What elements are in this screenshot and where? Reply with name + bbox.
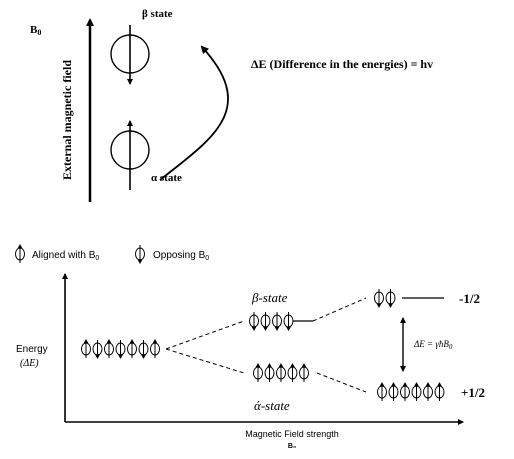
alpha-state-label-mid: ά-state: [254, 398, 290, 413]
aligned-spin-icon: [15, 244, 25, 263]
legend-opposing-label: Opposing B0: [153, 250, 209, 262]
spin-down-icon: [138, 340, 149, 359]
spin-up-icon: [276, 363, 286, 382]
beta-spin-group-right: [374, 289, 396, 308]
energy-label: Energy: [16, 344, 48, 355]
alpha-state-label: α state: [151, 172, 182, 184]
spin-down-icon: [272, 312, 282, 331]
spin-down-icon: [260, 312, 271, 331]
split-line-upper: [165, 320, 245, 350]
b0-label: B0: [30, 24, 41, 37]
degenerate-spin-group: [81, 339, 160, 359]
transition-arrow: [159, 45, 229, 181]
spin-down-icon: [92, 340, 103, 359]
alpha-spin-group-right: [377, 382, 445, 401]
spin-up-icon: [411, 382, 422, 401]
delta-e-label: ΔE (Difference in the energies) = hv: [251, 57, 433, 71]
spin-up-icon: [15, 244, 25, 263]
spin-down-icon: [374, 289, 384, 308]
spin-up-icon: [81, 339, 91, 358]
alpha-spin-icon: [110, 120, 150, 190]
spin-up-icon: [287, 363, 298, 382]
spin-up-icon: [299, 363, 309, 382]
spin-down-icon: [283, 312, 294, 331]
spin-up-icon: [104, 339, 114, 358]
field-axis-label: External magnetic field: [60, 60, 74, 180]
legend-aligned-label: Aligned with B0: [32, 250, 99, 262]
spin-up-icon: [150, 339, 160, 358]
spin-up-icon: [253, 363, 263, 382]
alpha-spin-group-mid: [253, 363, 309, 382]
beta-spin-icon: [110, 25, 150, 85]
x-axis-sub-label: B₀: [288, 443, 296, 450]
spin-down-icon: [249, 312, 259, 331]
spin-down-icon: [135, 245, 145, 264]
x-axis-label: Magnetic Field strength: [245, 429, 339, 439]
beta-spin-group-mid: [249, 312, 294, 331]
spin-up-icon: [127, 339, 137, 358]
spin-up-icon: [377, 382, 387, 401]
minus-half-label: -1/2: [459, 291, 480, 306]
spin-down-icon: [115, 340, 126, 359]
spin-up-icon: [388, 382, 399, 401]
top-panel: B0 External magnetic field β state α sta…: [30, 8, 433, 202]
beta-state-label: β state: [142, 8, 173, 20]
legend: Aligned with B0 Opposing B0: [15, 244, 209, 264]
gap-label: ΔE = γħB0: [413, 339, 453, 351]
spin-up-icon: [423, 382, 433, 401]
plus-half-label: +1/2: [461, 385, 485, 400]
energy-sub-label: (ΔE): [20, 358, 39, 369]
spin-up-icon: [434, 382, 445, 401]
bottom-panel: Aligned with B0 Opposing B0 Energy (ΔE) …: [15, 244, 485, 450]
opposing-spin-icon: [135, 245, 145, 264]
beta-extend-dashed: [312, 297, 367, 322]
split-line-lower: [165, 348, 245, 374]
beta-state-label-mid: β-state: [251, 290, 288, 305]
spin-down-icon: [385, 289, 396, 308]
spin-up-icon: [264, 363, 275, 382]
spin-up-icon: [400, 382, 410, 401]
alpha-extend-dashed: [316, 372, 367, 393]
